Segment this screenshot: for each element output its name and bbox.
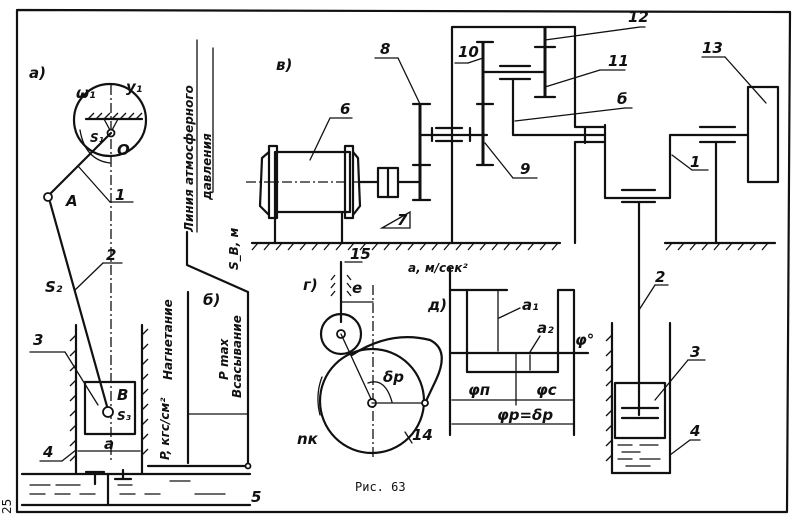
joint-b <box>102 406 114 418</box>
phi-total-label: φp=δp <box>497 406 553 424</box>
s1-label: S₁ <box>90 131 104 145</box>
a-point-label: A <box>65 192 78 210</box>
carrier-b <box>511 77 607 137</box>
a1-label: a₁ <box>522 296 539 314</box>
frame <box>15 8 792 514</box>
atm-line-label-1: Линия атмосферного <box>182 85 196 233</box>
n-k-label: nк <box>297 430 319 448</box>
connecting-rod <box>48 200 110 412</box>
o-label: O <box>117 141 130 159</box>
flywheel <box>746 85 780 184</box>
cylinder-hatch <box>69 328 149 462</box>
part-1b-label: 1 <box>690 153 700 171</box>
part-5-label: 5 <box>251 488 261 506</box>
part-2-label: 2 <box>106 246 116 264</box>
atm-line-label-2: давления <box>200 133 214 201</box>
part-15-label: 15 <box>350 245 371 263</box>
y1-label: y₁ <box>126 78 142 96</box>
phi-p-label: φп <box>468 381 490 399</box>
pressure-curve <box>185 230 250 469</box>
follower-roller <box>319 312 363 356</box>
discharge-label: Нагнетание <box>161 299 175 380</box>
s-axis-label: S_B, м <box>227 227 242 270</box>
part-14-label: 14 <box>412 426 433 444</box>
accel-curve <box>465 288 576 437</box>
fluid-lines <box>29 480 226 495</box>
y-axis-label: a, м/сек² <box>408 261 468 275</box>
b-point-label: B <box>117 386 128 404</box>
panel-g-label: г) <box>303 276 318 294</box>
part-b-label: б <box>617 90 627 108</box>
part-2b-label: 2 <box>655 268 665 286</box>
part-7-label: 7 <box>397 211 408 229</box>
x-axis-label: φ° <box>575 331 594 349</box>
panel-a-label: а) <box>29 64 46 82</box>
cam-profile <box>350 336 443 403</box>
piston <box>83 380 137 436</box>
part-1-label: 1 <box>115 186 125 204</box>
panel-d-label: д) <box>427 296 447 314</box>
panel-d-acceleration-diagram: д) a, м/сек² φ° a₁ a₂ φп φс φp=δp <box>408 261 594 437</box>
delta-p-label: δp <box>383 368 404 386</box>
panel-a-crank-mechanism: а) y₁ ω₁ S₁ O A 1 S₂ 2 <box>20 64 261 507</box>
crank-link <box>46 131 113 198</box>
panel-v-label: в) <box>276 56 292 74</box>
panel-v-gear-train: в) 6 8 <box>246 8 780 475</box>
a2-label: a₂ <box>537 319 554 337</box>
support-hatch <box>87 112 143 120</box>
part-12-label: 12 <box>628 8 649 26</box>
figure-caption: Рис. 63 <box>355 480 406 494</box>
part-10-label: 10 <box>458 43 479 61</box>
part-7-marker <box>379 210 411 229</box>
phi-c-label: φс <box>536 381 557 399</box>
part-4-label: 4 <box>42 443 53 461</box>
part-11-label: 11 <box>608 52 629 70</box>
suction-label: Всасывание <box>230 315 244 398</box>
part-6-label: 6 <box>340 100 350 118</box>
s3-label: S₃ <box>117 409 132 423</box>
panel-b-pressure-diagram: Линия атмосферного давления S_B, м P, кг… <box>146 39 252 470</box>
e-label: e <box>352 279 362 297</box>
dim-a-label: a <box>104 435 114 453</box>
s2-label: S₂ <box>45 278 63 296</box>
part-3b-label: 3 <box>690 343 700 361</box>
page-number: 25 <box>0 499 14 514</box>
crankshaft <box>603 123 749 200</box>
crank-circle <box>72 82 148 158</box>
part-9-label: 9 <box>520 160 530 178</box>
pmax-label: P max <box>217 337 231 380</box>
p-axis-label: P, кгс/см² <box>158 397 172 460</box>
omega-label: ω₁ <box>76 84 96 102</box>
part-13-label: 13 <box>702 39 723 57</box>
part-8-label: 8 <box>380 40 390 58</box>
joint-a <box>43 192 53 202</box>
panel-b-label: б) <box>203 291 220 309</box>
panel-g-cam-mechanism: г) 15 e δp nк 14 Рис. 63 <box>297 245 443 494</box>
part-3-label: 3 <box>33 331 43 349</box>
part-4b-label: 4 <box>689 422 700 440</box>
piston-right <box>613 381 667 440</box>
